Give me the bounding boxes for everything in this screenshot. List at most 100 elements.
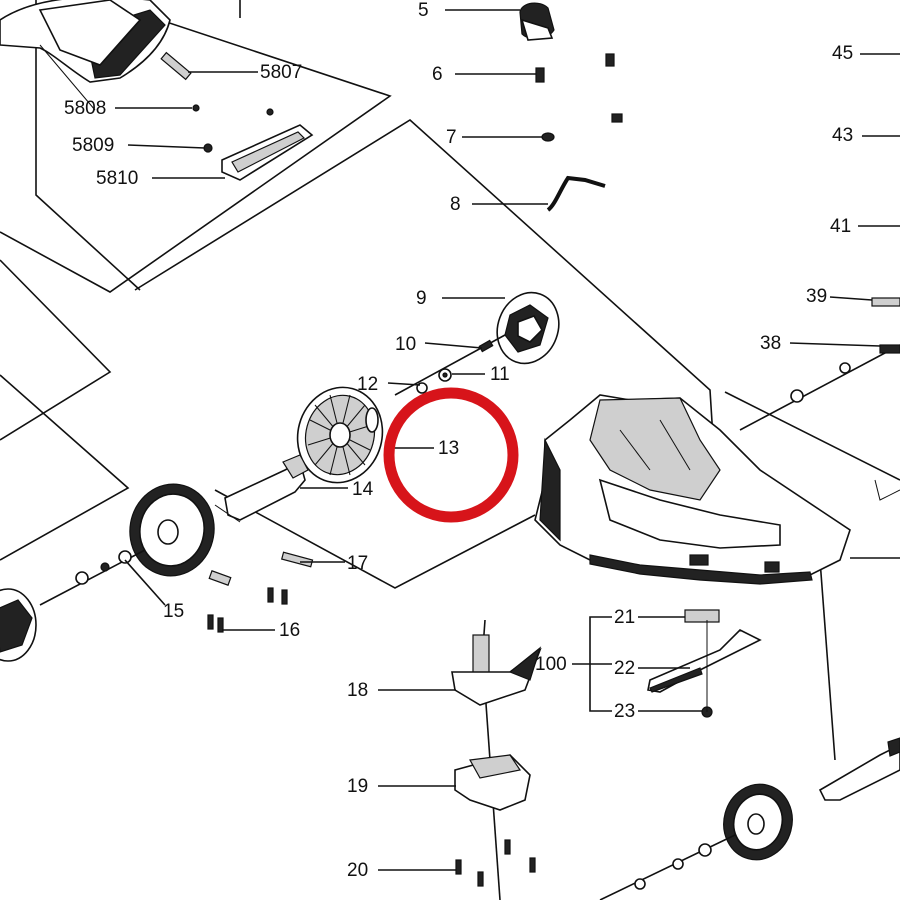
screw-pair-top: [605, 53, 615, 67]
hub-cap-center: [517, 315, 543, 343]
label-part-13: 13: [438, 438, 459, 459]
pin-17: [280, 551, 314, 568]
deck-vent-2: [764, 561, 780, 573]
wheel-bottom-right: [599, 737, 900, 900]
deck-vent-1: [689, 554, 709, 566]
screw-6: [535, 67, 545, 83]
pin-5808: [192, 104, 200, 112]
screw-20b: [477, 871, 484, 887]
grouping-frames: [0, 0, 900, 761]
frame-handle-inner: [35, 0, 141, 291]
label-part-6: 6: [432, 64, 443, 85]
bracket-14-tab: [282, 454, 309, 479]
screw-16a: [267, 587, 274, 603]
screw-20a: [455, 859, 462, 875]
leader-12: [387, 382, 421, 386]
screw-16c: [207, 614, 214, 630]
bracket-39: [871, 297, 900, 307]
screws-group: [207, 551, 314, 633]
deck-front-lip: [589, 554, 813, 585]
label-part-7: 7: [446, 127, 457, 148]
screw-20c: [504, 839, 511, 855]
label-part-5808: 5808: [64, 98, 106, 119]
axle-line-bottom: [599, 834, 736, 900]
hub-cap-9: [496, 291, 560, 365]
right-bracket-outline: [874, 479, 900, 501]
label-part-11: 11: [490, 364, 510, 385]
label-part-21: 21: [614, 607, 635, 628]
washer-br-b: [672, 858, 684, 870]
label-part-45: 45: [832, 43, 853, 64]
label-part-43: 43: [832, 125, 853, 146]
washer-11-hole: [442, 372, 448, 378]
label-part-38: 38: [760, 333, 781, 354]
bracket-14-rod: [214, 504, 241, 523]
label-part-23: 23: [614, 701, 635, 722]
screw-small-right: [611, 113, 623, 123]
label-part-19: 19: [347, 776, 368, 797]
label-part-9: 9: [416, 288, 427, 309]
knob-5-face: [520, 18, 554, 41]
label-part-18: 18: [347, 680, 368, 701]
washer-15c: [75, 571, 89, 585]
label-part-15: 15: [163, 601, 184, 622]
label-part-16: 16: [279, 620, 300, 641]
deck-inner-bowl: [598, 478, 781, 549]
washer-38b: [839, 362, 851, 374]
axle-line-right: [739, 344, 900, 431]
deck-rib-2: [659, 419, 691, 471]
wheel-13-hub: [329, 422, 351, 448]
leader-38: [789, 342, 881, 347]
label-part-41: 41: [830, 216, 851, 237]
nut-7: [541, 132, 555, 142]
frame-handle-top: [0, 0, 392, 293]
label-part-8: 8: [450, 194, 461, 215]
nut-15b: [100, 562, 110, 572]
leader-15: [124, 559, 166, 606]
frame-axle-group: [214, 489, 536, 589]
label-part-12: 12: [357, 374, 378, 395]
housing-19-top: [469, 754, 521, 779]
plate-21: [684, 609, 720, 623]
bolt-38: [879, 344, 900, 354]
hub-cap-left: [0, 588, 37, 662]
frame-right-group: [724, 391, 900, 481]
deck-rear-wall: [539, 437, 561, 542]
label-part-5810: 5810: [96, 168, 138, 189]
wheel-13: [296, 386, 384, 484]
label-part-100: 100: [535, 654, 567, 675]
frame-right-lower: [819, 559, 836, 761]
deck-top-housing: [589, 397, 721, 501]
leader-10: [424, 342, 483, 349]
label-part-5: 5: [418, 0, 429, 21]
screw-16d: [217, 617, 224, 633]
right-hardware: [739, 297, 900, 501]
blade-22-edge: [649, 667, 703, 693]
axle-bracket-14: [214, 454, 309, 523]
lever-5810-grip: [231, 131, 306, 173]
label-part-14: 14: [352, 479, 374, 500]
screw-10: [478, 339, 494, 353]
washer-15a: [118, 550, 132, 564]
screw-20d: [529, 857, 536, 873]
small-pin-near-lever: [266, 108, 274, 116]
label-part-20: 20: [347, 860, 368, 881]
label-leaders: [115, 9, 900, 871]
clip-16e: [208, 570, 232, 586]
wheel-13-tire-edge: [365, 407, 379, 433]
label-part-5809: 5809: [72, 135, 114, 156]
leader-5809: [127, 144, 206, 149]
screw-16b: [281, 589, 288, 605]
hub-cap-left-star: [0, 599, 33, 653]
spring-5807: [160, 51, 192, 81]
part-labels: 5 6 7 8 9 10 11 12 13 14 15 16 17 18 19 …: [64, 0, 853, 881]
frame-left-panel: [0, 259, 112, 441]
washer-38a: [790, 389, 804, 403]
label-part-5807: 5807: [260, 62, 302, 83]
handle-inner: [38, 0, 142, 66]
handle-assembly: [0, 0, 314, 181]
label-part-17: 17: [347, 553, 368, 574]
top-hardware: [519, 2, 623, 212]
label-part-39: 39: [806, 286, 827, 307]
handle-cable-line: [39, 44, 96, 111]
